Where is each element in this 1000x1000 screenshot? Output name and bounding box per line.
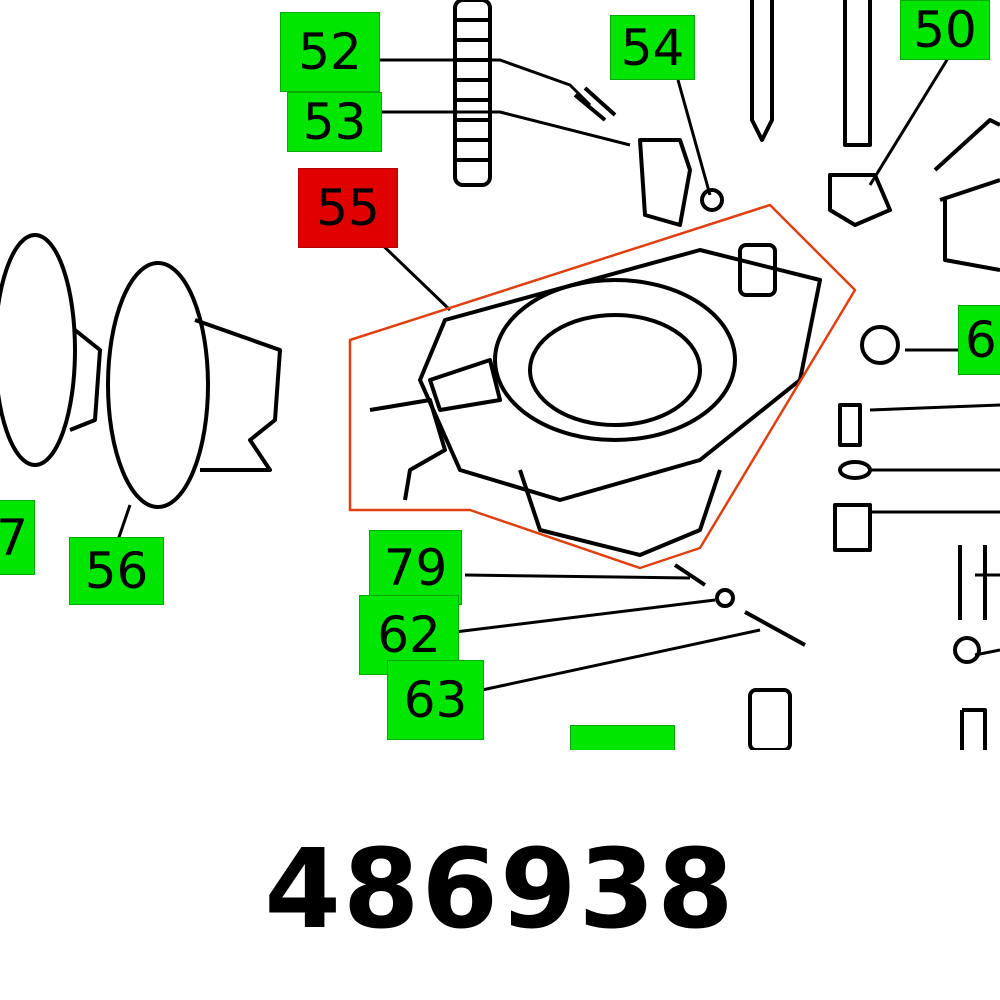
callout-79[interactable]: 79 [369,530,462,605]
callout-56[interactable]: 56 [69,537,164,605]
callout-53[interactable]: 53 [287,92,382,152]
handle-knobs [0,233,282,509]
callout-55-highlighted[interactable]: 55 [298,168,398,248]
leader-lines [116,54,1000,692]
rod-parts [573,0,1000,750]
callout-52[interactable]: 52 [280,12,380,92]
exploded-parts-diagram: 52 53 54 50 55 56 7 6 79 62 63 [0,0,1000,750]
spring-part [453,0,492,187]
callout-54[interactable]: 54 [610,15,695,80]
router-base-housing [369,243,822,557]
parts-drawing [0,0,1000,750]
callout-7-partial[interactable]: 7 [0,500,35,575]
part-number: 486938 [264,825,736,953]
callout-6-partial[interactable]: 6 [958,305,1000,375]
callout-cut-off[interactable] [570,725,675,750]
callout-63[interactable]: 63 [387,660,484,740]
part-highlight-outline [348,203,857,570]
callout-50[interactable]: 50 [900,0,990,60]
